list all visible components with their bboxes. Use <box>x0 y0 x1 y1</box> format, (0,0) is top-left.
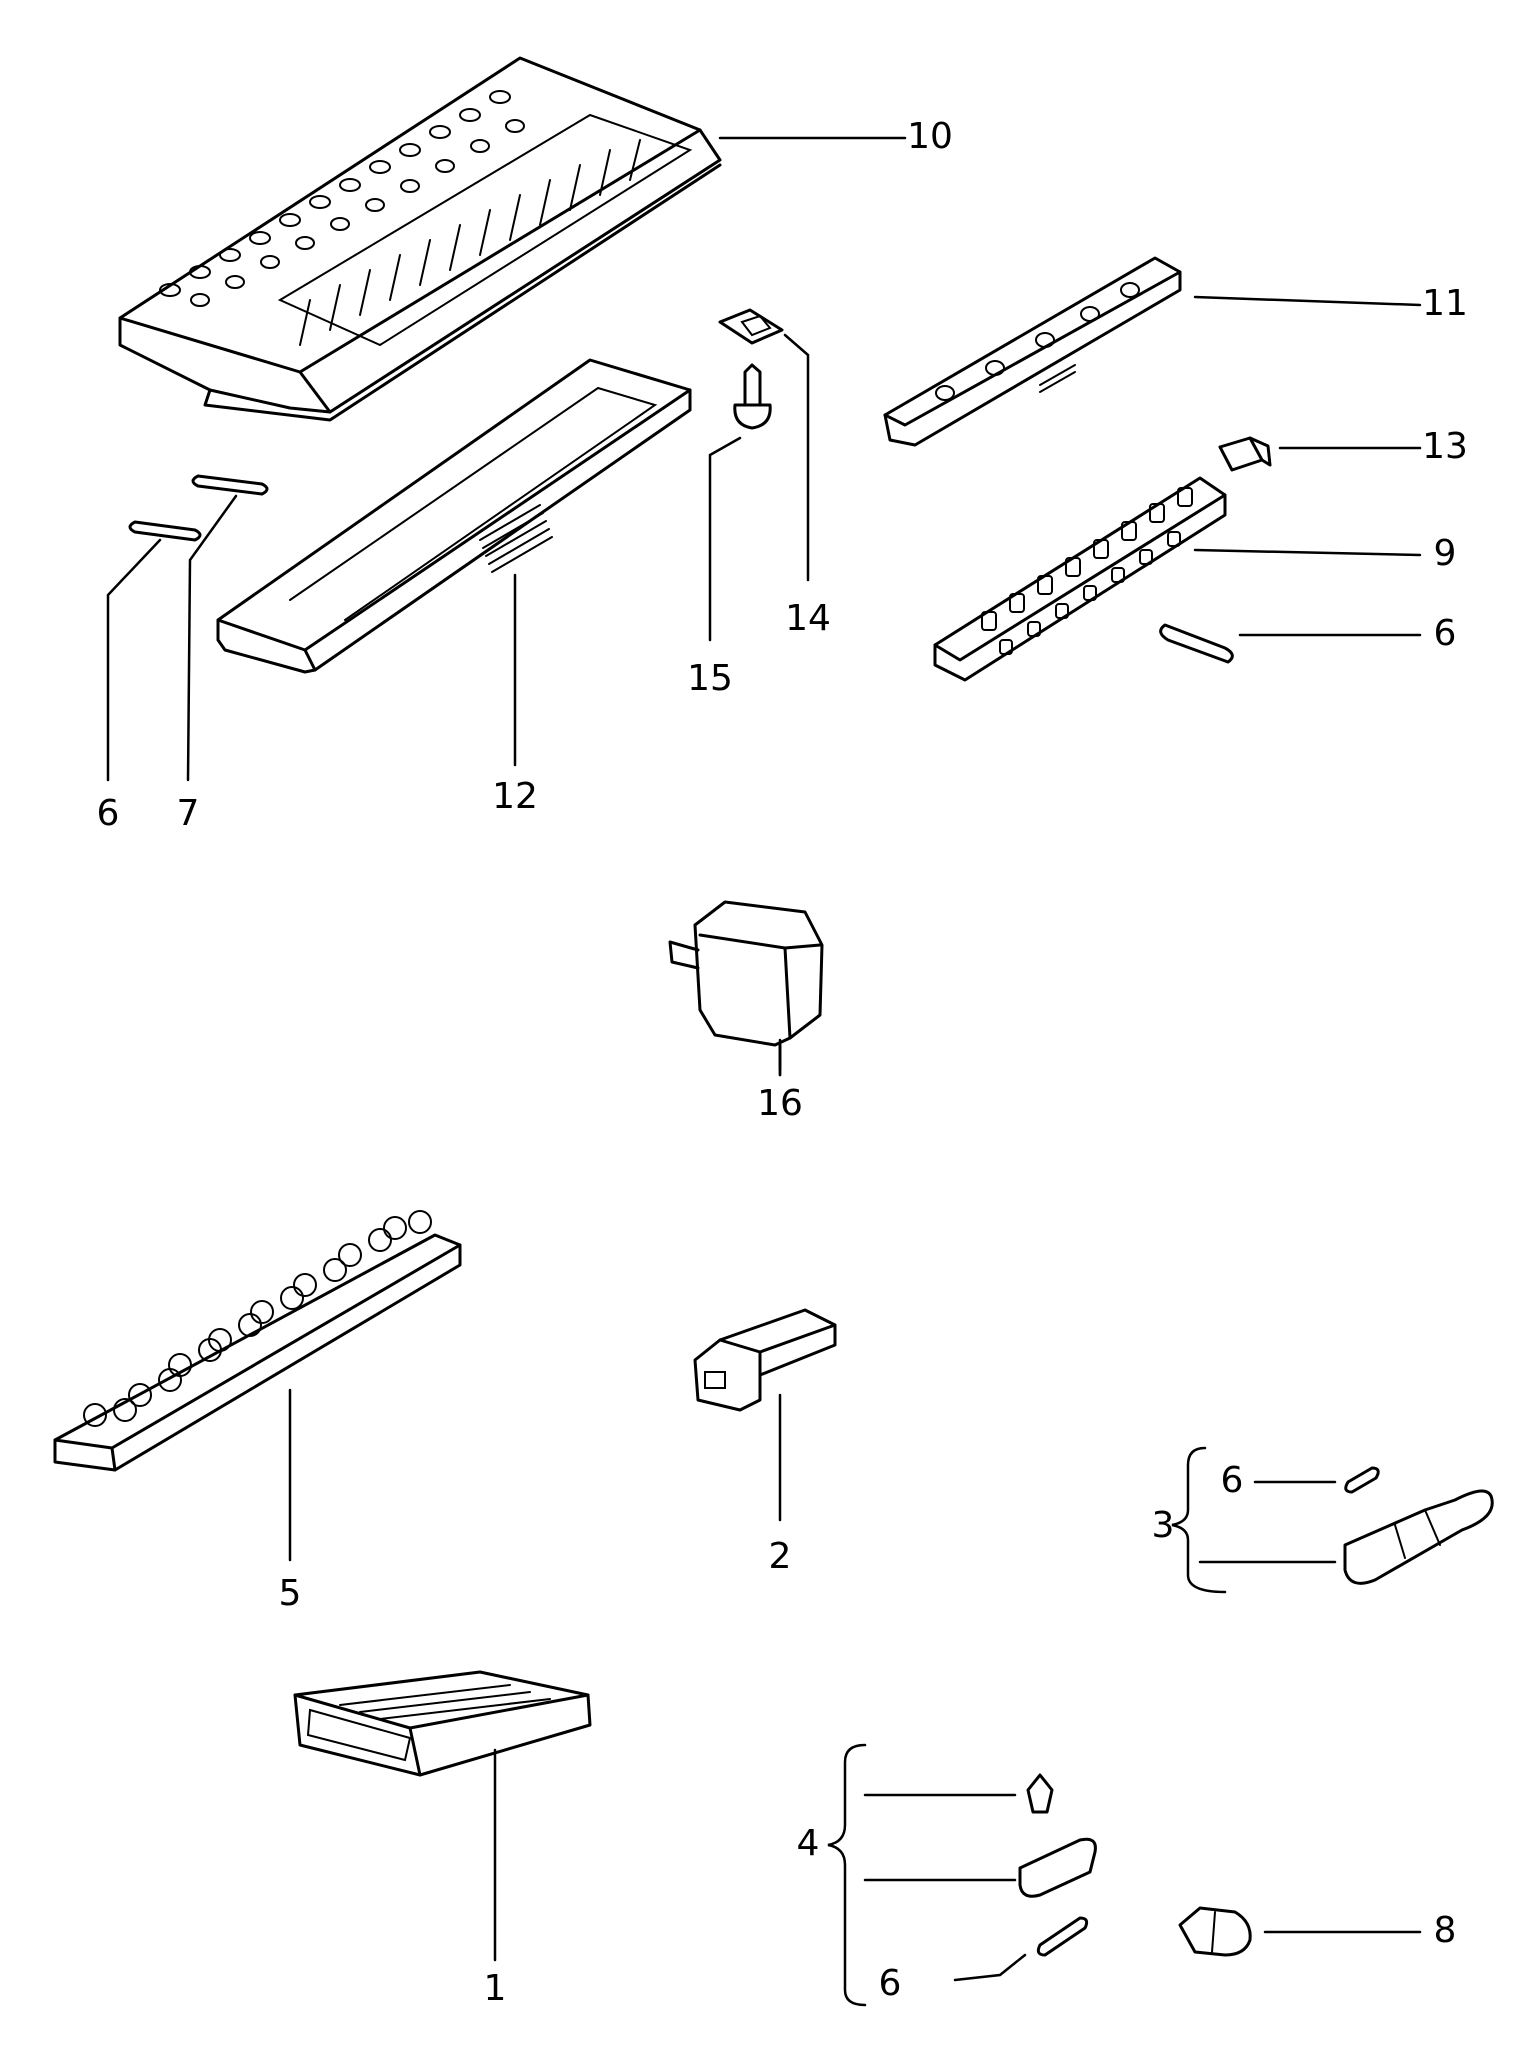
label-part-6-right: 6 <box>1434 613 1457 654</box>
part-6-fuse-right <box>1159 623 1422 664</box>
label-part-6-in-3: 6 <box>1221 1460 1244 1501</box>
part-5-fuse-strip <box>53 1210 462 1562</box>
label-part-15: 15 <box>687 658 733 699</box>
part-3-group <box>1171 1446 1494 1594</box>
label-part-1: 1 <box>484 1968 507 2009</box>
part-6-fuse-left <box>106 520 202 782</box>
part-11-cover-strip <box>883 256 1422 447</box>
label-part-16: 16 <box>757 1083 803 1124</box>
part-2-connector <box>693 1308 837 1522</box>
part-7-fuse <box>186 474 269 782</box>
label-part-12: 12 <box>492 776 538 817</box>
part-10-fuse-box-cover <box>118 56 907 422</box>
label-part-13: 13 <box>1422 426 1468 467</box>
label-part-5: 5 <box>279 1573 302 1614</box>
part-15-screw <box>708 363 772 642</box>
part-4-group <box>827 1743 1097 2007</box>
label-part-6-in-4: 6 <box>879 1963 902 2004</box>
part-1-spare-box <box>293 1670 592 1962</box>
label-part-6-left: 6 <box>97 793 120 834</box>
label-part-2: 2 <box>769 1536 792 1577</box>
label-part-4: 4 <box>797 1823 820 1864</box>
label-part-10: 10 <box>907 116 953 157</box>
part-12-tray <box>216 358 692 767</box>
part-9-fuse-block <box>933 476 1422 682</box>
label-part-14: 14 <box>785 598 831 639</box>
part-8-bulb <box>1178 1906 1422 1957</box>
part-14-clip-nut <box>718 308 810 582</box>
part-13-clip <box>1218 436 1422 472</box>
label-part-9: 9 <box>1434 533 1457 574</box>
label-part-8: 8 <box>1434 1910 1457 1951</box>
label-part-11: 11 <box>1422 283 1468 324</box>
part-16-relay <box>668 900 824 1077</box>
label-part-3: 3 <box>1152 1505 1175 1546</box>
label-part-7: 7 <box>177 793 200 834</box>
